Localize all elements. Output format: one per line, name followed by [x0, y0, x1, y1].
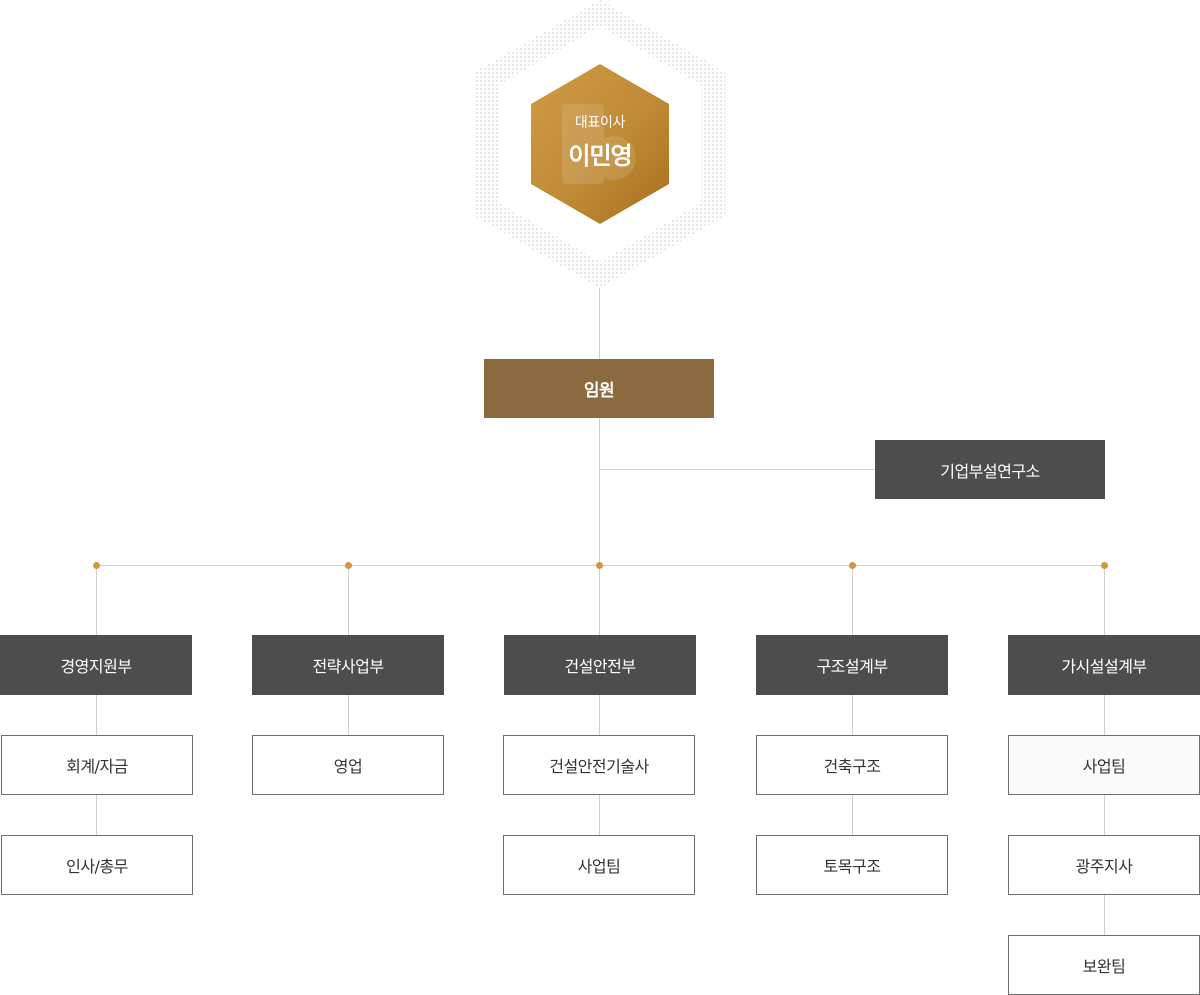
department-node-strategy-business: 전략사업부 [252, 635, 444, 695]
junction-dot-4 [849, 562, 856, 569]
team-node: 보완팀 [1008, 935, 1200, 995]
executive-node: 임원 [484, 359, 714, 418]
team-node: 인사/총무 [1, 835, 193, 895]
junction-dot-1 [93, 562, 100, 569]
ceo-watermark-icon [562, 104, 636, 184]
team-node: 광주지사 [1008, 835, 1200, 895]
ceo-inner-hexagon [531, 64, 669, 224]
ceo-node: 대표이사 이민영 [472, 0, 728, 290]
team-node: 건축구조 [756, 735, 948, 795]
ceo-hexagon-graphic [475, 0, 725, 288]
ceo-label: 대표이사 이민영 [472, 112, 728, 171]
research-lab-node: 기업부설연구소 [875, 440, 1105, 499]
junction-dot-2 [345, 562, 352, 569]
team-node: 회계/자금 [1, 735, 193, 795]
junction-dot-5 [1101, 562, 1108, 569]
team-node: 토목구조 [756, 835, 948, 895]
department-node-temporary-works-design: 가시설설계부 [1008, 635, 1200, 695]
junction-dot-3 [596, 562, 603, 569]
ceo-name: 이민영 [568, 142, 632, 170]
department-node-structural-design: 구조설계부 [756, 635, 948, 695]
ceo-title: 대표이사 [574, 115, 626, 131]
department-node-management-support: 경영지원부 [0, 635, 192, 695]
department-node-construction-safety: 건설안전부 [504, 635, 696, 695]
team-node: 영업 [252, 735, 444, 795]
team-node: 사업팀 [1008, 735, 1200, 795]
team-node: 사업팀 [503, 835, 695, 895]
team-node: 건설안전기술사 [503, 735, 695, 795]
